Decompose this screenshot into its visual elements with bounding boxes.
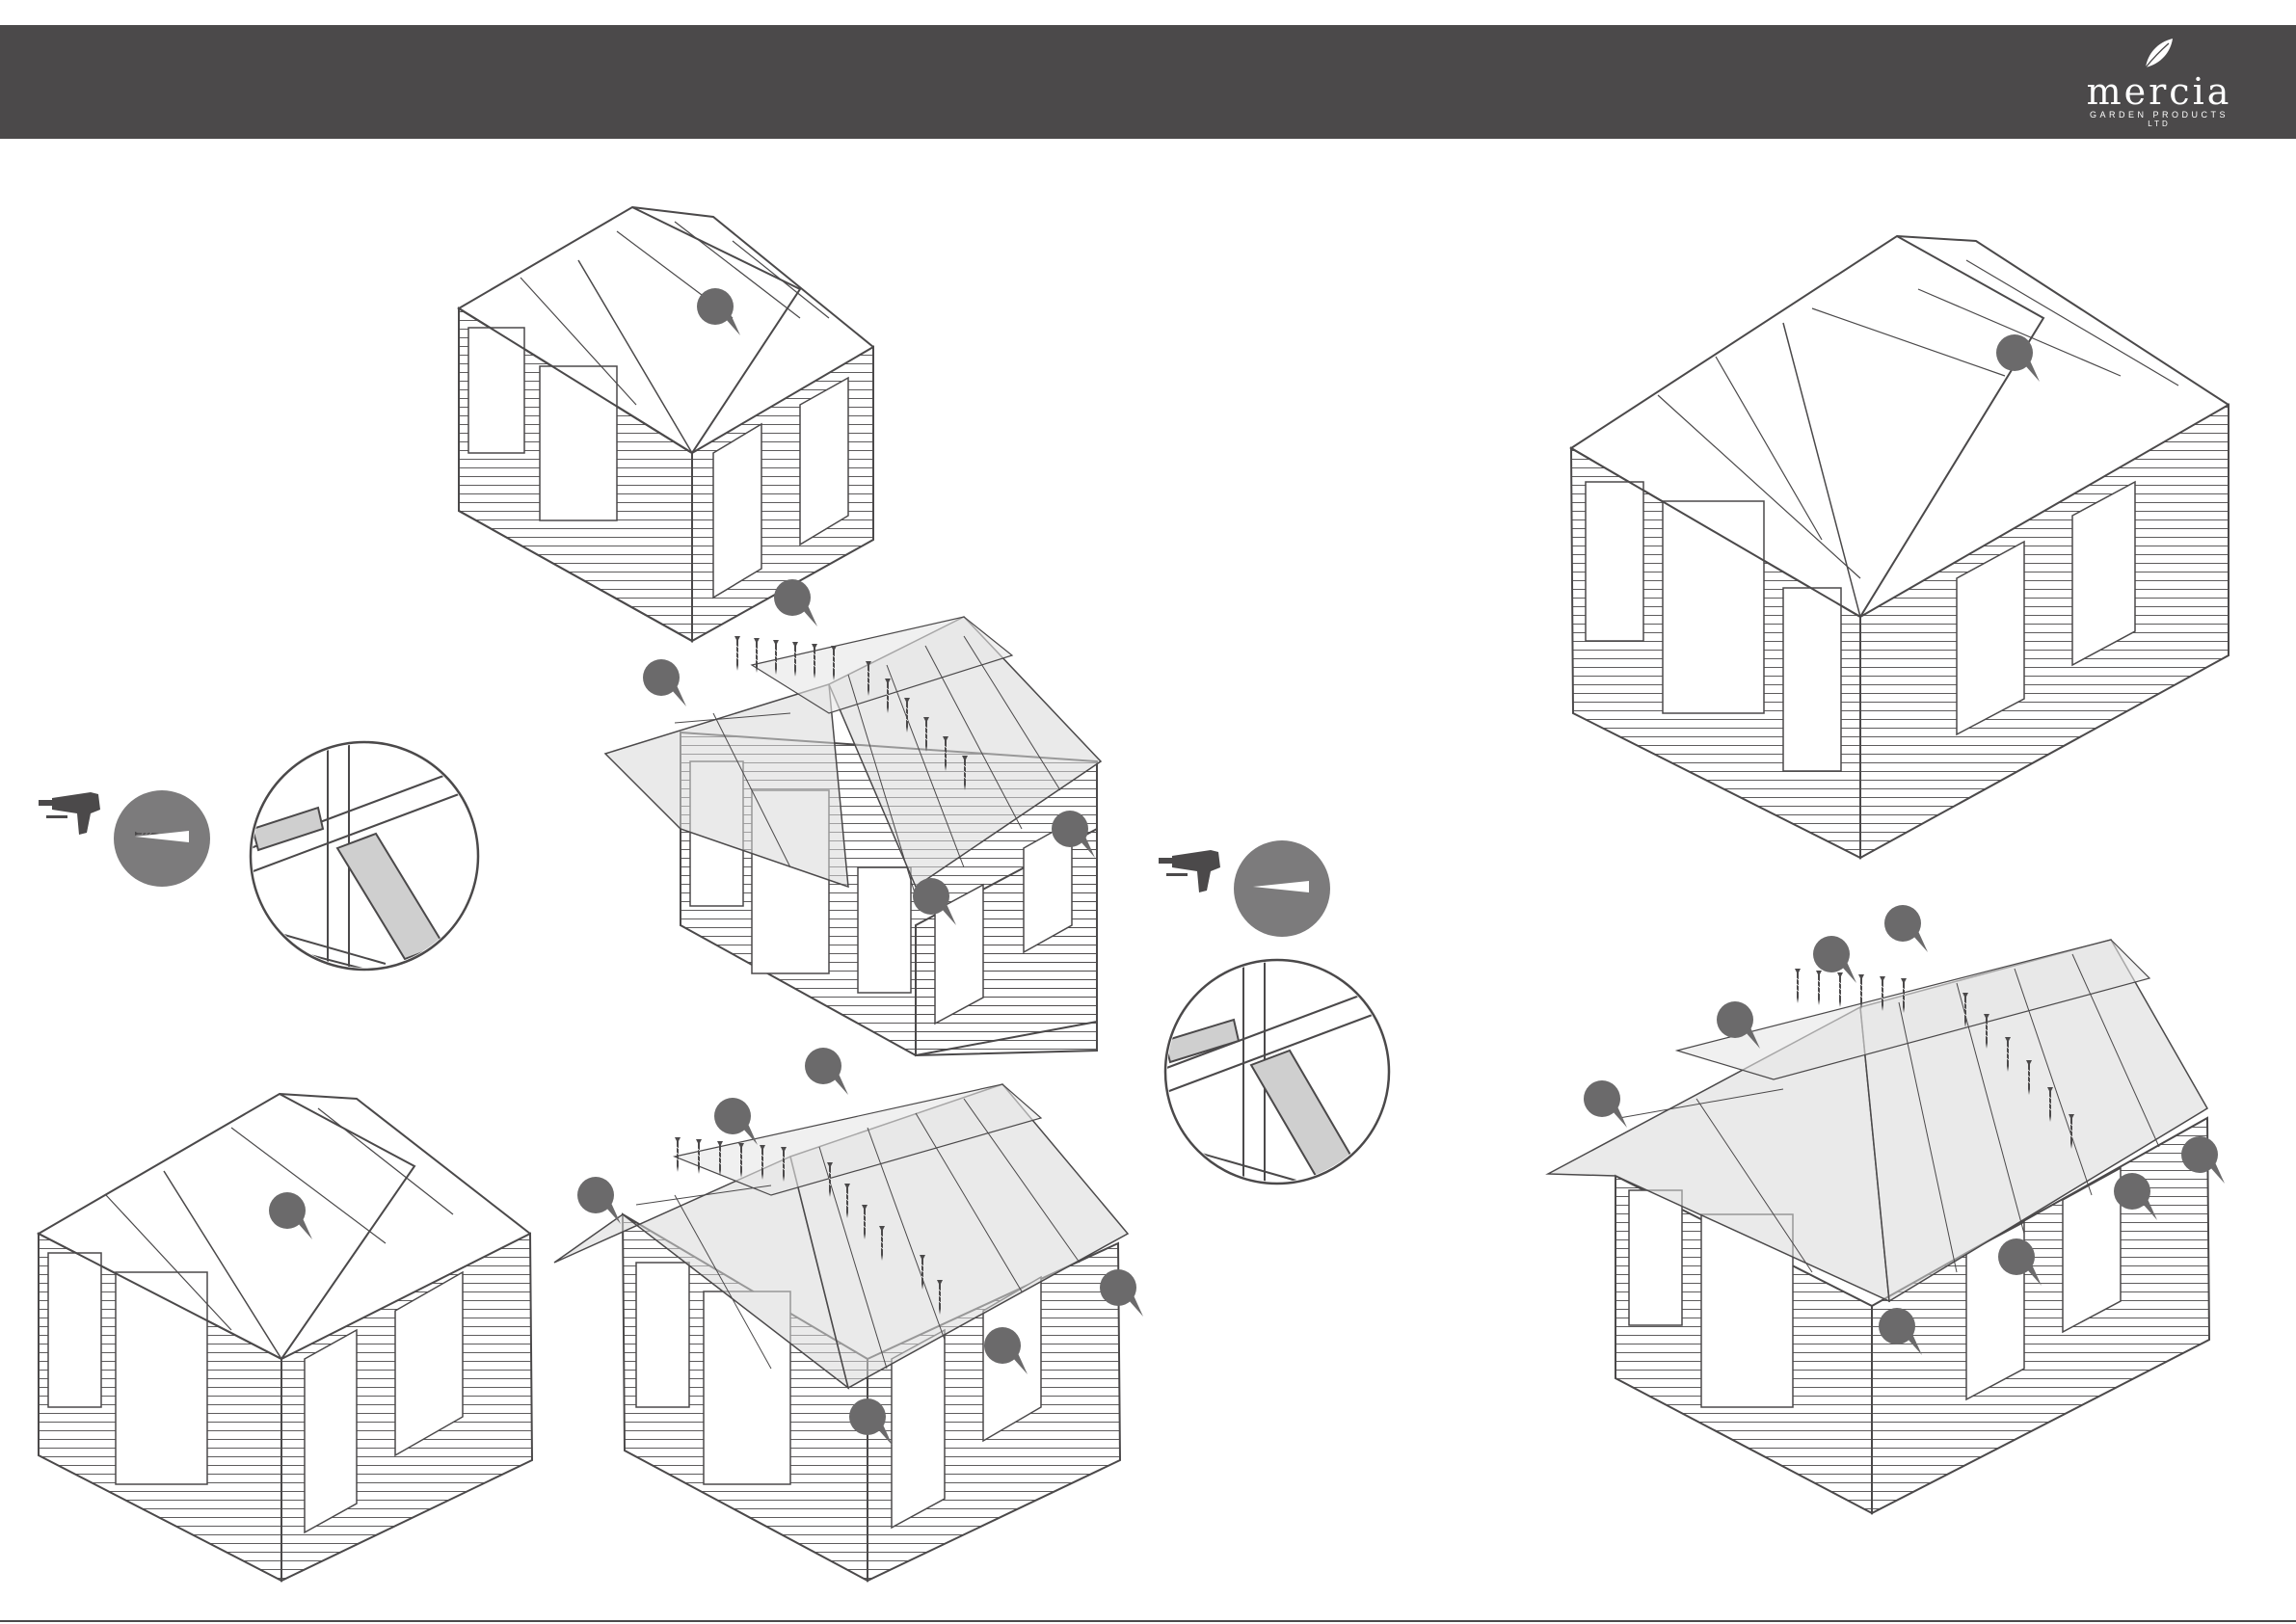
- tool-group-middle: [1159, 840, 1393, 1185]
- large-roof-illustration: [1548, 905, 2225, 1513]
- medium-roof-illustration: [554, 1048, 1143, 1581]
- drill-icon: [1159, 850, 1220, 892]
- footer-rule: [0, 1620, 2296, 1622]
- drill-icon: [39, 792, 100, 835]
- small-roof-illustration: [605, 579, 1101, 1055]
- medium-frame-illustration: [39, 1094, 532, 1581]
- small-frame-illustration: [459, 207, 873, 641]
- large-frame-illustration: [1571, 236, 2229, 858]
- tool-group-left: [39, 742, 482, 970]
